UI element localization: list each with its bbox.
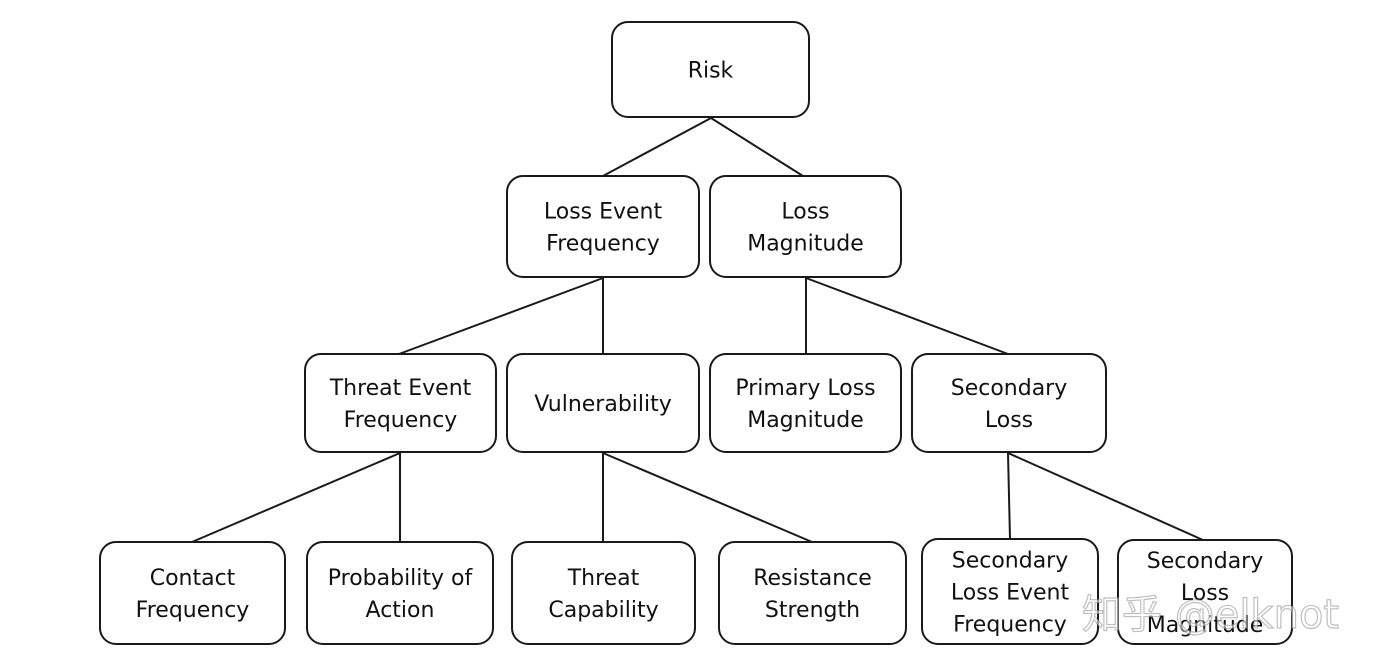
node-label-vulnerability-line-1: Vulnerability [534, 392, 672, 417]
edge-secondary-loss-to-secondary-loss-event-frequency [1007, 452, 1011, 540]
watermark: 知乎 @elknot [1082, 592, 1339, 638]
node-label-secondary-loss-event-frequency-line-3: Frequency [953, 613, 1067, 638]
node-label-threat-capability-line-1: Threat [567, 566, 640, 591]
node-box-vulnerability [506, 353, 700, 453]
edge-threat-event-frequency-to-contact-frequency [191, 452, 401, 543]
node-label-secondary-loss-magnitude-line-3: Magnitude [1147, 613, 1264, 638]
node-label-probability-of-action-line-1: Probability of [328, 566, 474, 591]
node-box-primary-loss-magnitude [709, 353, 902, 453]
node-box-resistance-strength [718, 541, 907, 645]
node-label-contact-frequency-line-1: Contact [150, 566, 236, 591]
node-probability-of-action: Probability of Action [306, 541, 494, 645]
node-box-loss-event-frequency [506, 175, 700, 278]
node-vulnerability: Vulnerability [506, 353, 700, 453]
edge-loss-event-frequency-to-threat-event-frequency [398, 277, 604, 355]
edge-risk-to-loss-event-frequency [602, 117, 712, 177]
node-label-threat-event-frequency-line-1: Threat Event [329, 376, 472, 401]
node-label-secondary-loss-event-frequency-line-2: Loss Event [951, 581, 1070, 606]
node-label-secondary-loss-magnitude-line-2: Loss [1181, 581, 1229, 606]
node-box-secondary-loss-magnitude [1117, 539, 1293, 645]
node-label-risk-line-1: Risk [688, 59, 734, 84]
node-label-contact-frequency-line-2: Frequency [136, 598, 250, 623]
node-label-threat-event-frequency-line-2: Frequency [344, 408, 458, 433]
node-label-primary-loss-magnitude-line-1: Primary Loss [735, 376, 875, 401]
edge-vulnerability-to-resistance-strength [602, 452, 813, 543]
edge-loss-magnitude-to-secondary-loss [805, 277, 1009, 355]
node-label-loss-event-frequency-line-1: Loss Event [544, 200, 663, 225]
node-label-resistance-strength-line-2: Strength [765, 598, 860, 623]
node-box-contact-frequency [99, 541, 286, 645]
node-label-resistance-strength-line-1: Resistance [753, 566, 872, 591]
edges-layer [191, 117, 1204, 543]
node-box-threat-event-frequency [304, 353, 497, 453]
node-label-secondary-loss-line-1: Secondary [951, 376, 1068, 401]
node-box-risk [611, 21, 810, 118]
node-box-secondary-loss [911, 353, 1107, 453]
node-label-threat-capability-line-2: Capability [548, 598, 658, 623]
node-label-loss-magnitude-line-1: Loss [781, 200, 829, 225]
node-label-secondary-loss-event-frequency-line-1: Secondary [952, 549, 1069, 574]
node-label-secondary-loss-line-2: Loss [985, 408, 1033, 433]
node-label-loss-event-frequency-line-2: Frequency [546, 232, 660, 257]
node-label-secondary-loss-magnitude-line-1: Secondary [1147, 549, 1264, 574]
edge-risk-to-loss-magnitude [710, 117, 804, 177]
node-label-probability-of-action-line-2: Action [366, 598, 435, 623]
node-box-loss-magnitude [709, 175, 902, 278]
node-box-threat-capability [511, 541, 696, 645]
node-label-primary-loss-magnitude-line-2: Magnitude [747, 408, 864, 433]
node-label-loss-magnitude-line-2: Magnitude [747, 232, 864, 257]
node-box-secondary-loss-event-frequency [921, 538, 1099, 645]
node-risk: Risk [611, 21, 810, 118]
node-box-probability-of-action [306, 541, 494, 645]
edge-secondary-loss-to-secondary-loss-magnitude [1007, 452, 1204, 541]
